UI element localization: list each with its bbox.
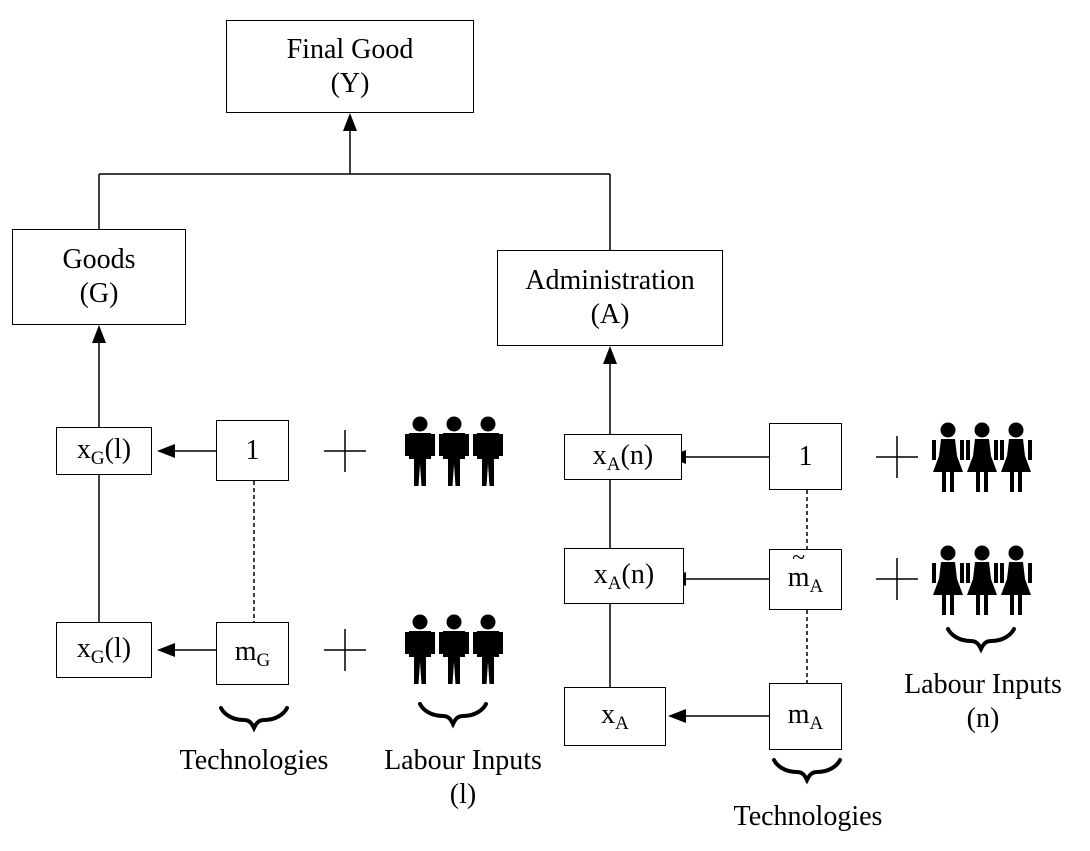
female-workers-icon xyxy=(932,545,1032,615)
arrowhead-left-goods-top xyxy=(157,444,175,458)
male-workers-icon xyxy=(405,416,503,486)
admin-labour-inputs-label: Labour Inputs (n) xyxy=(904,669,1062,734)
goods-labour-inputs-label: Labour Inputs (l) xyxy=(384,745,542,810)
brace-icon xyxy=(418,702,488,726)
technology-1-label: 1 xyxy=(798,440,813,472)
final-good-title: Final Good xyxy=(286,33,414,65)
brace-icon xyxy=(772,758,842,782)
goods-symbol: (G) xyxy=(79,278,119,309)
arrowheads xyxy=(92,113,686,723)
female-workers-icon xyxy=(932,422,1032,492)
goods-output-box-bottom: xG(l) xyxy=(56,622,152,678)
arrowhead-up-final-good xyxy=(343,113,357,131)
administration-box: Administration (A) xyxy=(497,250,723,346)
admin-technology-box-top: 1 xyxy=(769,423,842,490)
arrowhead-up-goods xyxy=(92,325,106,343)
connector-lines xyxy=(98,130,918,717)
arrowhead-left-admin-bottom xyxy=(668,709,686,723)
final-good-symbol: (Y) xyxy=(330,67,370,99)
final-good-box: Final Good (Y) xyxy=(226,20,474,113)
admin-technology-box-middle: mA xyxy=(769,541,842,610)
arrowhead-up-administration xyxy=(603,346,617,364)
admin-output-box-bottom: xA xyxy=(564,687,666,746)
brace-icon xyxy=(946,627,1016,651)
goods-output-box-top: xG(l) xyxy=(56,427,152,475)
goods-technology-box-bottom: mG xyxy=(216,622,289,685)
brace-icon xyxy=(219,706,289,730)
administration-title: Administration xyxy=(525,265,695,296)
goods-box: Goods (G) xyxy=(12,229,186,325)
goods-title: Goods xyxy=(62,244,136,275)
technology-1-label: 1 xyxy=(245,434,260,466)
arrowhead-left-goods-bottom xyxy=(157,643,175,657)
admin-output-box-middle: xA(n) xyxy=(564,548,684,604)
admin-output-box-top: xA(n) xyxy=(564,434,682,480)
administration-symbol: (A) xyxy=(590,299,630,330)
goods-technologies-label: Technologies xyxy=(179,745,329,776)
goods-technology-box-top: 1 xyxy=(216,420,289,481)
admin-technology-box-bottom: mA xyxy=(769,683,842,750)
male-workers-icon xyxy=(405,614,503,684)
admin-technologies-label: Technologies xyxy=(733,801,883,832)
